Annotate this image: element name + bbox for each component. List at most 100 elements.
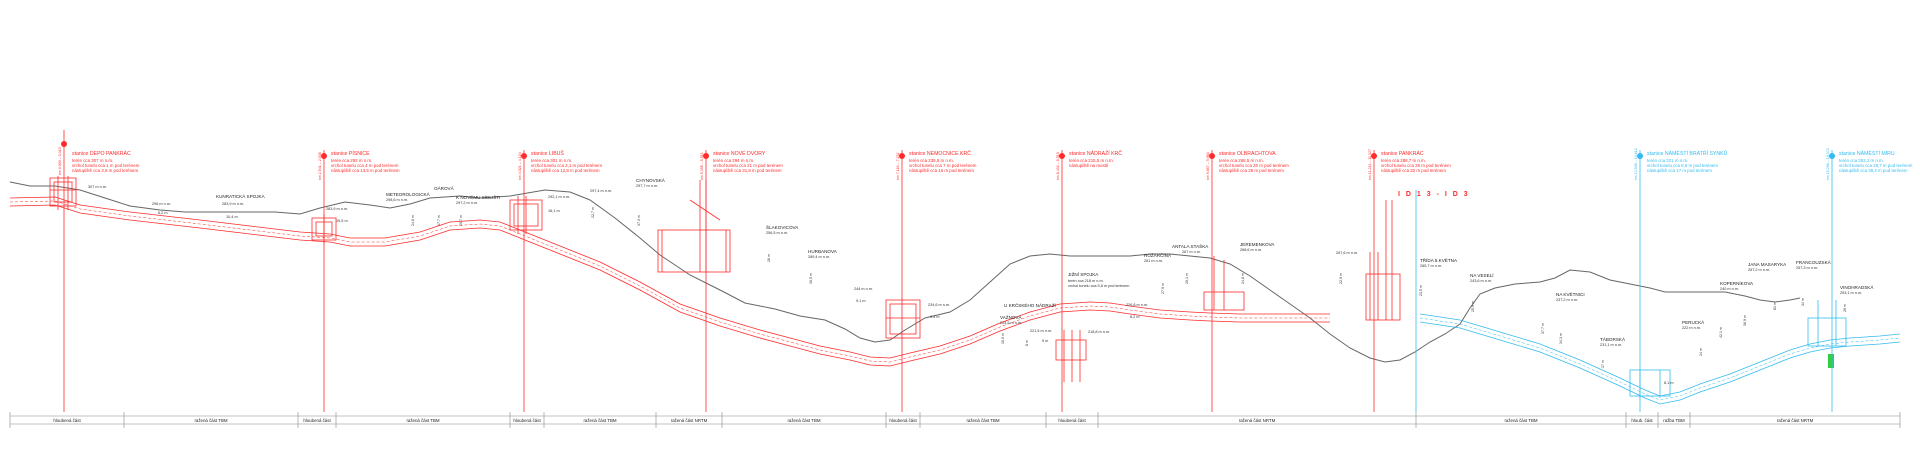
depth: 36,9 m xyxy=(1743,315,1747,326)
segment-label: hloubená část xyxy=(303,418,331,423)
depth: 9 m xyxy=(1042,339,1048,343)
station-box-s7 xyxy=(1203,256,1245,311)
green-marker xyxy=(1828,354,1834,368)
station-line-2: vrchol tunelu cca 25 m pod terénem xyxy=(1381,163,1451,168)
segment-label: ražená část TBM xyxy=(583,418,616,423)
elev: 256,5 m n.m. xyxy=(766,231,788,235)
station-line-3: nástupiště cca 3,6 m pod terénem xyxy=(72,168,138,173)
depth: 19,5 m xyxy=(336,219,348,223)
depth: 22,7 m xyxy=(591,207,595,218)
station-info-s7: stanice OLBRACHTOVA terén cca 268,5 m n.… xyxy=(1219,151,1289,173)
elev: 296 m n.m. xyxy=(152,202,171,206)
station-line-1: terén cca 268,5 m n.m. xyxy=(1219,158,1264,163)
label-oarova: OÁROVÁ xyxy=(434,185,455,191)
depth: 34 m xyxy=(1801,298,1805,306)
station-info-s6: stanice NÁDRAŽÍ KRČ terén cca 215,5 m n.… xyxy=(1069,149,1122,168)
elev: 237,2 m n.m. xyxy=(1556,298,1578,302)
depth: 16,5 m xyxy=(809,273,813,284)
station-title: stanice NÁMĚSTÍ BRATŘÍ SYNKŮ xyxy=(1647,149,1728,157)
depth: 10,7 m xyxy=(459,215,463,226)
tunnel-axis-red-dashed xyxy=(9,200,1330,363)
segment-label: ražená část NRTM xyxy=(1777,418,1814,423)
segment-label: ražená část TBM xyxy=(194,418,227,423)
station-info-s3: stanice LIBUŠ terén cca 301 m n.m. vrcho… xyxy=(531,150,602,173)
elev: 257,3 m n.m. xyxy=(1796,266,1818,270)
chainage-s1: km 0,000 – 0,310 xyxy=(58,147,62,175)
station-line-2: vrchol tunelu cca 4 m pod terénem xyxy=(331,163,399,168)
tunnel-axis-blue-dashed xyxy=(1419,317,1901,401)
depth: 8,1 m xyxy=(1664,381,1674,385)
station-box-s5 xyxy=(885,299,921,339)
depth: 6,2 m xyxy=(158,211,168,215)
elev: 289,4 m n.m. xyxy=(808,255,830,259)
label-u-krcskeho: U KRČSKÉHO NÁDRAŽÍ xyxy=(1004,301,1057,308)
label-na-veseli: NA VESELÍ xyxy=(1470,272,1494,278)
station-marker-s3 xyxy=(521,153,527,159)
label-perucka: PERUCKÁ xyxy=(1682,319,1705,325)
segment-label: hloubená část xyxy=(513,418,541,423)
elev: 253,1 m n.m. xyxy=(1840,291,1862,295)
station-line-3: nástupiště cca 28 m pod terénem xyxy=(1219,168,1284,173)
chainage-s8: km 11,211 – 11,327 xyxy=(1368,149,1372,180)
depth: 24,8 m xyxy=(1241,273,1245,284)
label-hurbanova: HURBANOVA xyxy=(808,249,838,254)
label-vinohradska: VINOHRADSKÁ xyxy=(1840,284,1874,290)
segment-label: ražená část TBM xyxy=(787,418,820,423)
label-jeremenkova: JEREMENKOVA xyxy=(1240,242,1275,247)
depth: 81 m xyxy=(1773,302,1777,310)
station-title: stanice PÍSNICE xyxy=(331,150,370,157)
elev: 283,9 m n.m. xyxy=(222,202,244,206)
depth: 8,2 m xyxy=(1130,315,1140,319)
segment-label: hloub. část xyxy=(1631,418,1653,423)
depth: 10,0 m xyxy=(1001,333,1005,344)
station-box-s3 xyxy=(509,196,543,234)
station-line-2: vrchol tunelu cca 8,5 m pod terénem xyxy=(1647,163,1718,168)
station-marker-s8 xyxy=(1371,153,1377,159)
label-chynovska: CHYNOVSKÁ xyxy=(636,177,666,183)
label-k-novemu-sidlisti: K NOVÉMU SÍDLIŠTI xyxy=(456,194,500,200)
station-title: stanice NEMOCNICE KRČ xyxy=(909,150,971,157)
station-marker-s2 xyxy=(321,153,327,159)
label-kopernikova: KOPERNÍKOVA xyxy=(1720,280,1754,286)
tunnel-axis-blue-bottom xyxy=(1419,321,1901,405)
station-line-3: nástupiště cca 31,8 m pod terénem xyxy=(713,168,782,173)
depth: 27,9 m xyxy=(1161,283,1165,294)
station-info-s4: stanice NOVÉ DVORY terén cca 294 m n.m. … xyxy=(713,150,783,173)
elev: 265,7 m n.m. xyxy=(1420,264,1442,268)
label-trida-5-kvetna: TŘÍDA 5.KVĚTNA xyxy=(1420,256,1458,263)
station-line-1: terén cca 301 m n.m. xyxy=(531,158,572,163)
tunnel-axis-blue-top xyxy=(1419,313,1901,397)
station-marker-s10 xyxy=(1829,153,1835,159)
depth: 9,1 m xyxy=(856,299,866,303)
station-axes xyxy=(63,130,1833,412)
station-line-2: vrchol tunelu cca 20 m pod terénem xyxy=(1219,163,1289,168)
segment-label: ražená část NRTM xyxy=(671,418,708,423)
elev: 221,5 m n.m. xyxy=(1030,329,1052,333)
segment-label: hloubená část xyxy=(1058,418,1086,423)
segment-label: hloubená část xyxy=(53,418,81,423)
label-rozarcina: ROŽARČINA xyxy=(1144,251,1172,258)
station-title: stanice DEPO PANKRÁC xyxy=(72,150,131,157)
station-line-3: nástupiště cca 17 m pod terénem xyxy=(1647,168,1712,173)
label-francouzska: FRANCOUZSKÁ xyxy=(1796,259,1832,265)
depth: 25,9 m xyxy=(1471,301,1475,312)
label-meteorologicka: METEOROLOGICKÁ xyxy=(386,191,431,197)
station-info-s5: stanice NEMOCNICE KRČ terén cca 239,5 m … xyxy=(909,150,977,173)
station-line-1: terén cca 294 m n.m. xyxy=(713,158,754,163)
station-line-3: nástupiště cca 16 m pod terénem xyxy=(909,168,974,173)
elev: 261 m n.m. xyxy=(1144,259,1163,263)
label-jizni-spojka-l2: vrchol tunelu cca 5,8 m pod terénem xyxy=(1068,284,1129,288)
elev: 297,2 m n.m. xyxy=(456,201,478,205)
elev: 244 m n.m. xyxy=(854,287,873,291)
depth: 10,4 m xyxy=(226,215,238,219)
segment-label: ražba TBM xyxy=(1663,418,1685,423)
depth: 17 m xyxy=(1601,360,1605,368)
elev: 267,6 m n.m. xyxy=(1336,251,1358,255)
tunnel-axis-red-bottom xyxy=(9,204,1330,367)
segment-label: ražená část TBM xyxy=(966,418,999,423)
tunnel-axis-red-top xyxy=(9,196,1330,359)
elev: 224,5 m n.m. xyxy=(1000,321,1022,325)
station-box-s1 xyxy=(49,176,77,210)
chainage-s4: km 5,395 – 5,511 xyxy=(700,152,704,180)
elev: 298,6 m n.m. xyxy=(386,198,408,202)
